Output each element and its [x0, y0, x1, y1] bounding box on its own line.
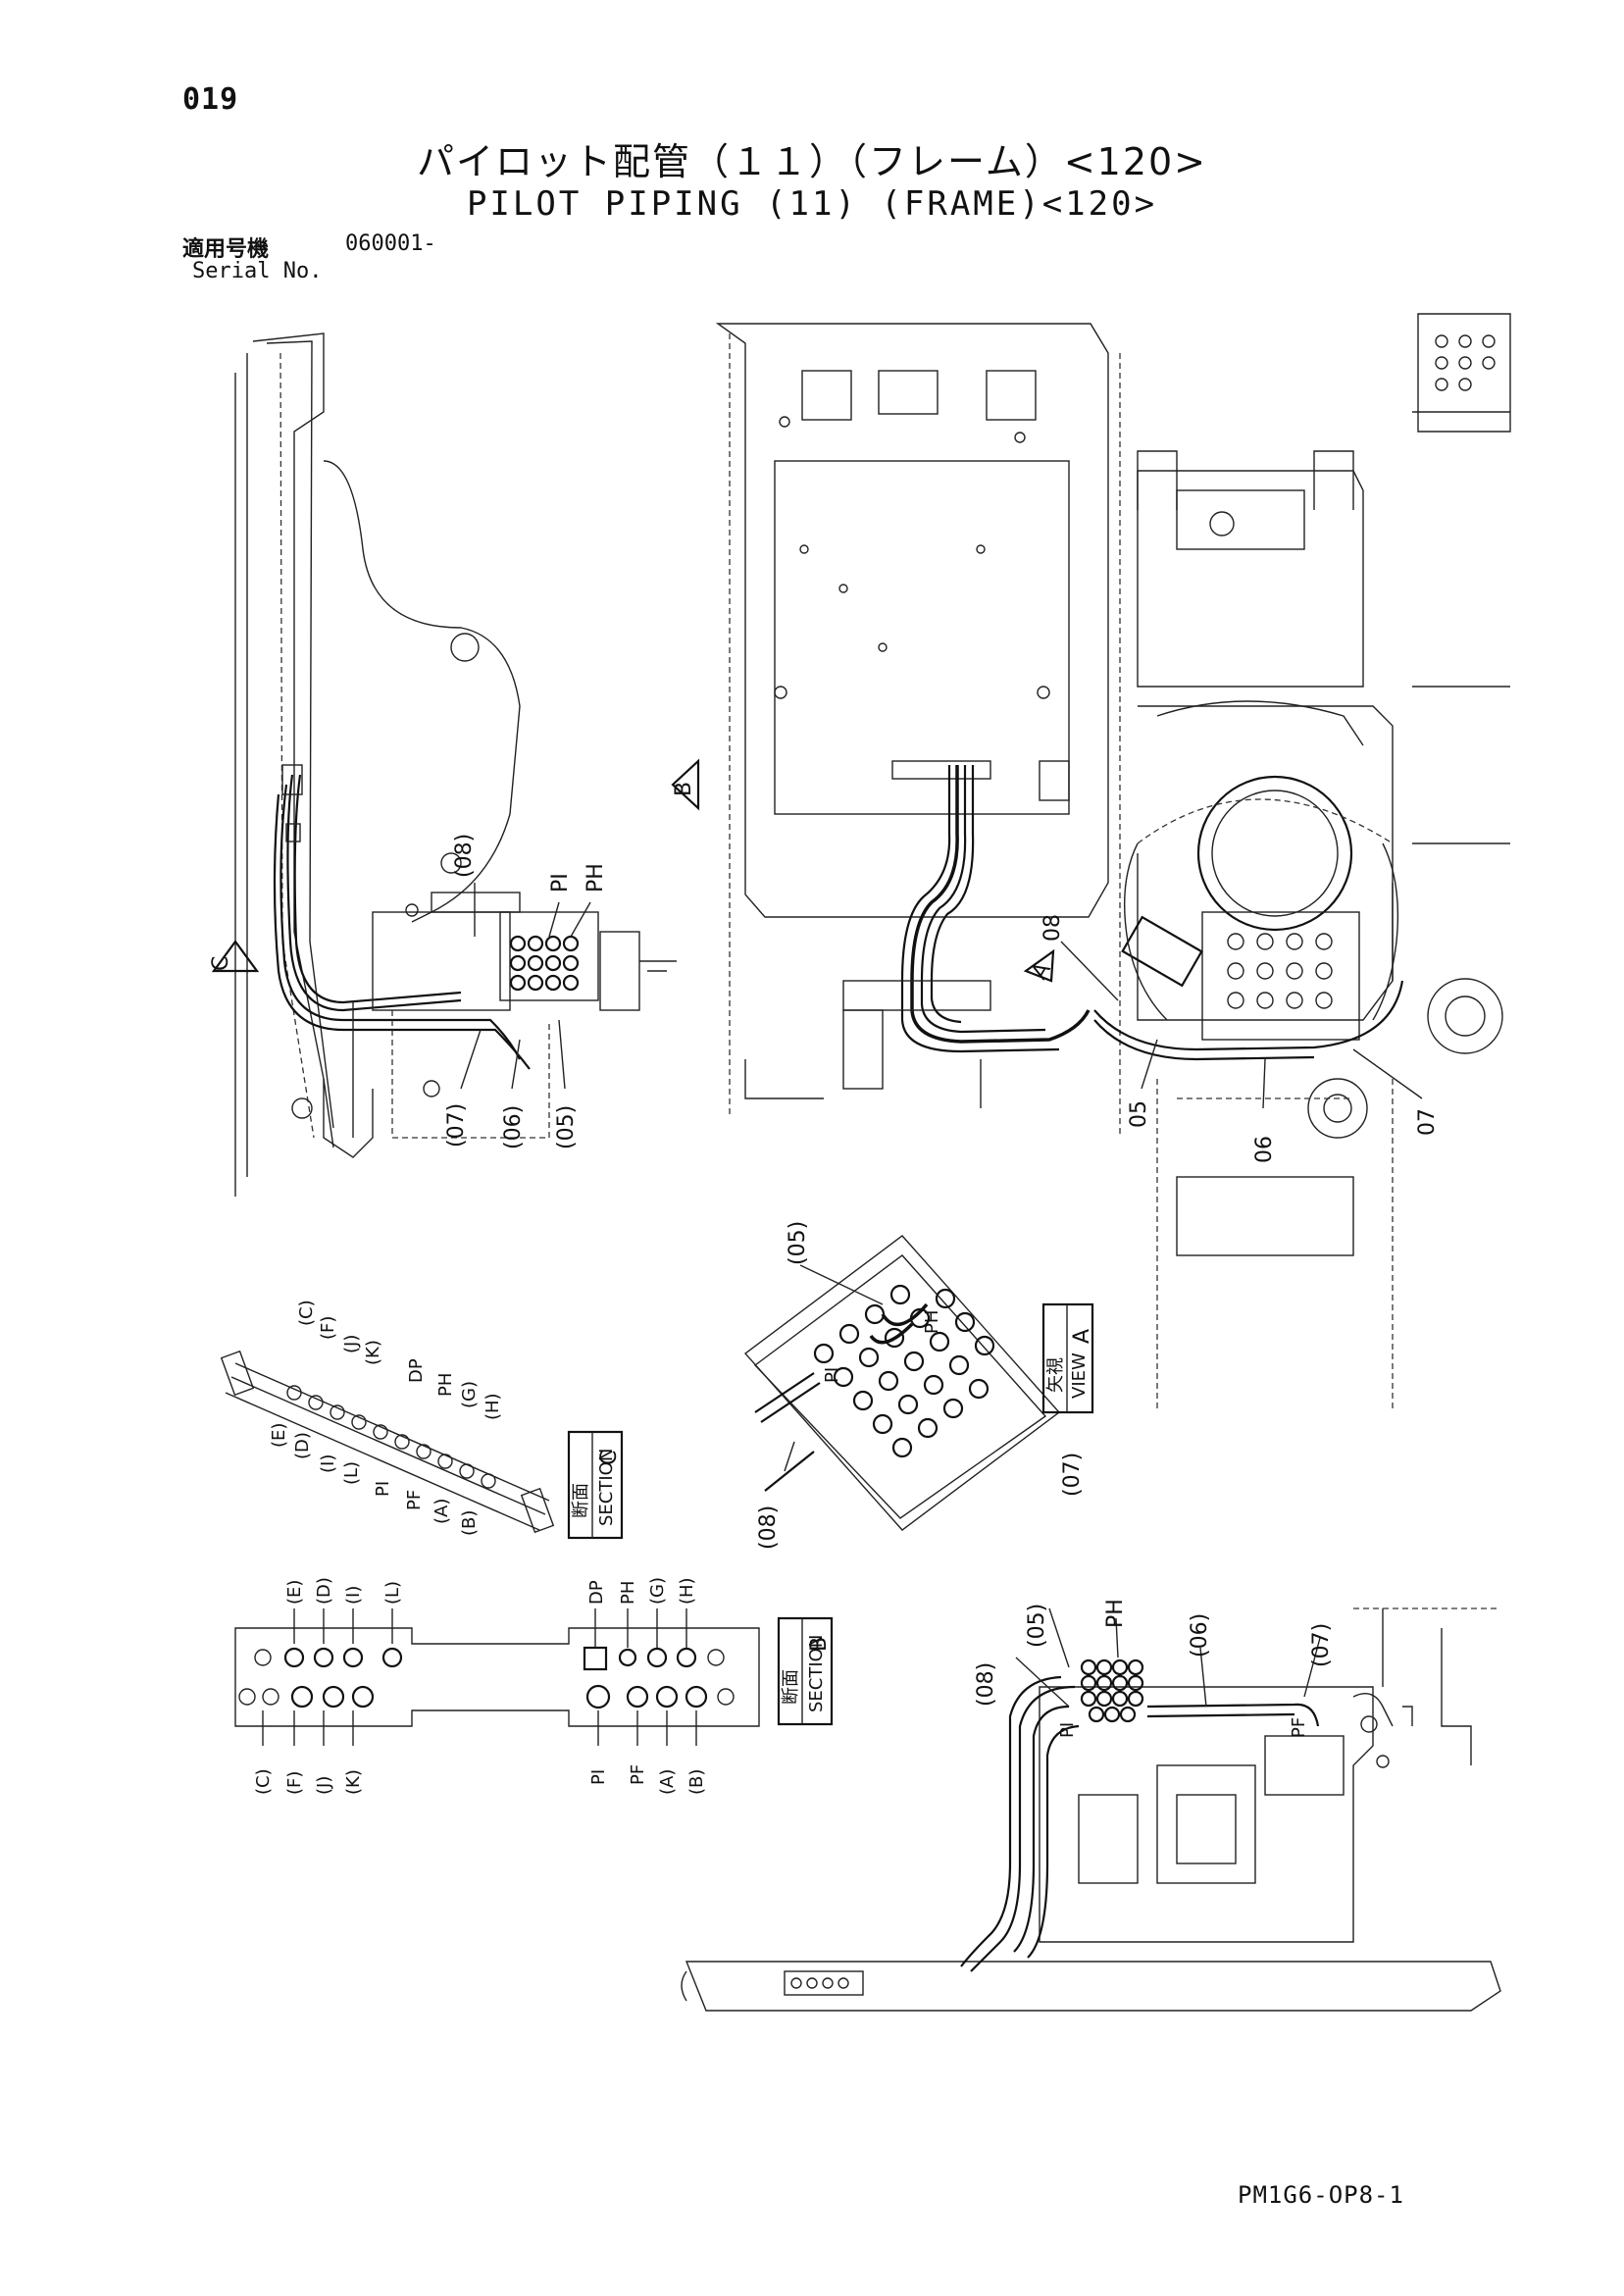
sc-port-l: (L) [341, 1461, 362, 1485]
sb-tag-en: SECTION [806, 1635, 827, 1712]
top-right-port-cluster [1121, 915, 1333, 1009]
label-va-08: (08) [756, 1505, 781, 1550]
label-tl-pi: PI [548, 873, 573, 893]
sc-tag-jp: 断面 [571, 1483, 591, 1518]
label-tr-06: 06 [1252, 1136, 1277, 1163]
serial-label-japanese: 適用号機 [182, 237, 270, 262]
sb-br-pi: PI [588, 1769, 609, 1785]
view-a-port-grid [813, 1284, 995, 1458]
sb-br-b: (B) [686, 1769, 707, 1795]
top-left-port-cluster [509, 935, 580, 992]
section-b-tag [777, 1616, 834, 1726]
serial-number: 060001- [345, 231, 436, 256]
sc-port-dp: DP [406, 1358, 427, 1383]
section-c-ports [286, 1385, 496, 1489]
sc-port-e: (E) [269, 1423, 289, 1448]
label-tr-08: 08 [1040, 914, 1065, 942]
label-view-b: B [672, 782, 696, 796]
sb-tr-ph: PH [618, 1581, 638, 1605]
label-br-05: (05) [1025, 1604, 1049, 1648]
title-japanese: パイロット配管（１１）（フレーム）<120> [416, 140, 1208, 183]
sb-tl-e: (E) [284, 1580, 305, 1605]
sb-bl-k: (K) [343, 1769, 364, 1795]
label-br-pi: PI [1057, 1722, 1078, 1738]
sb-tr-dp: DP [586, 1580, 607, 1605]
label-tl-06: (06) [501, 1105, 526, 1149]
label-va-ph: PH [922, 1310, 942, 1334]
label-va-pi: PI [822, 1367, 842, 1383]
label-tl-05: (05) [554, 1105, 579, 1149]
serial-label-english: Serial No. [192, 259, 323, 283]
label-tr-07: 07 [1415, 1108, 1440, 1136]
sc-port-ph: PH [435, 1373, 456, 1397]
sb-tl-l: (L) [382, 1581, 403, 1605]
section-c-detail: (C) (F) (J) (K) DP PH (G) (H) (E) (D) (I… [220, 1300, 624, 1540]
section-c-tag [567, 1430, 624, 1540]
label-tl-08: (08) [452, 834, 477, 878]
sb-bl-f: (F) [284, 1771, 305, 1795]
sb-bl-j: (J) [314, 1776, 334, 1795]
bottom-right-port-cluster [1080, 1658, 1144, 1723]
sc-port-d: (D) [292, 1432, 313, 1459]
sb-tl-i: (I) [343, 1586, 364, 1605]
label-va-tag-letter: A [1070, 1329, 1094, 1344]
sc-port-pf: PF [404, 1490, 425, 1510]
label-tl-07: (07) [444, 1103, 469, 1148]
label-br-pf: PF [1289, 1717, 1309, 1738]
sc-port-c: (C) [296, 1300, 317, 1326]
sc-port-a: (A) [431, 1499, 452, 1524]
drawing-code: PM1G6-OP8-1 [1238, 2181, 1404, 2209]
label-va-05: (05) [786, 1221, 810, 1265]
view-a-tag [1041, 1302, 1094, 1414]
bottom-right-view: (08) (05) PH (06) (07) PI PF [681, 1599, 1501, 2012]
sc-port-i: (I) [318, 1454, 338, 1473]
section-b-left-ports [238, 1647, 403, 1709]
section-b-detail: (E) (D) (I) (L) (C) (F) (J) (K) DP PH (G… [234, 1577, 834, 1795]
sc-port-j: (J) [341, 1335, 362, 1353]
label-va-tag-en: VIEW [1069, 1352, 1090, 1399]
title-english: PILOT PIPING (11) (FRAME)<120> [466, 184, 1158, 224]
label-br-08: (08) [974, 1662, 998, 1707]
sc-port-f: (F) [318, 1316, 338, 1340]
label-tr-05: 05 [1127, 1100, 1151, 1128]
label-va-tag-jp: 矢視 [1045, 1357, 1066, 1393]
sc-tag-letter: C [597, 1451, 622, 1465]
sb-tag-jp: 断面 [781, 1669, 801, 1705]
label-va-07: (07) [1060, 1453, 1085, 1497]
sb-br-a: (A) [657, 1769, 678, 1795]
page-number: 019 [182, 82, 239, 117]
sc-port-h: (H) [482, 1393, 503, 1420]
top-right-view: B A [671, 313, 1511, 1412]
top-left-view: C (08) PI PH (07) (06) (05) [209, 332, 677, 1197]
sb-tr-h: (H) [677, 1577, 697, 1605]
label-br-07: (07) [1309, 1623, 1334, 1667]
sb-br-pf: PF [628, 1764, 648, 1785]
label-br-06: (06) [1188, 1613, 1212, 1658]
sc-tag-en: SECTION [596, 1449, 617, 1526]
sb-bl-c: (C) [253, 1768, 274, 1795]
sb-tag-letter: B [807, 1637, 832, 1652]
label-br-ph: PH [1103, 1599, 1128, 1628]
section-b-right-ports [583, 1646, 735, 1709]
sb-tr-g: (G) [647, 1577, 668, 1605]
sc-port-b: (B) [459, 1510, 480, 1536]
label-tl-ph: PH [584, 863, 608, 893]
sb-tl-d: (D) [314, 1577, 334, 1605]
view-a-detail: PI PH (05) (08) (07) 矢視 VIEW A [743, 1221, 1094, 1550]
sc-port-g: (G) [459, 1381, 480, 1408]
sc-port-k: (K) [363, 1340, 383, 1365]
sc-port-pi: PI [373, 1481, 393, 1497]
label-view-c: C [209, 956, 233, 971]
